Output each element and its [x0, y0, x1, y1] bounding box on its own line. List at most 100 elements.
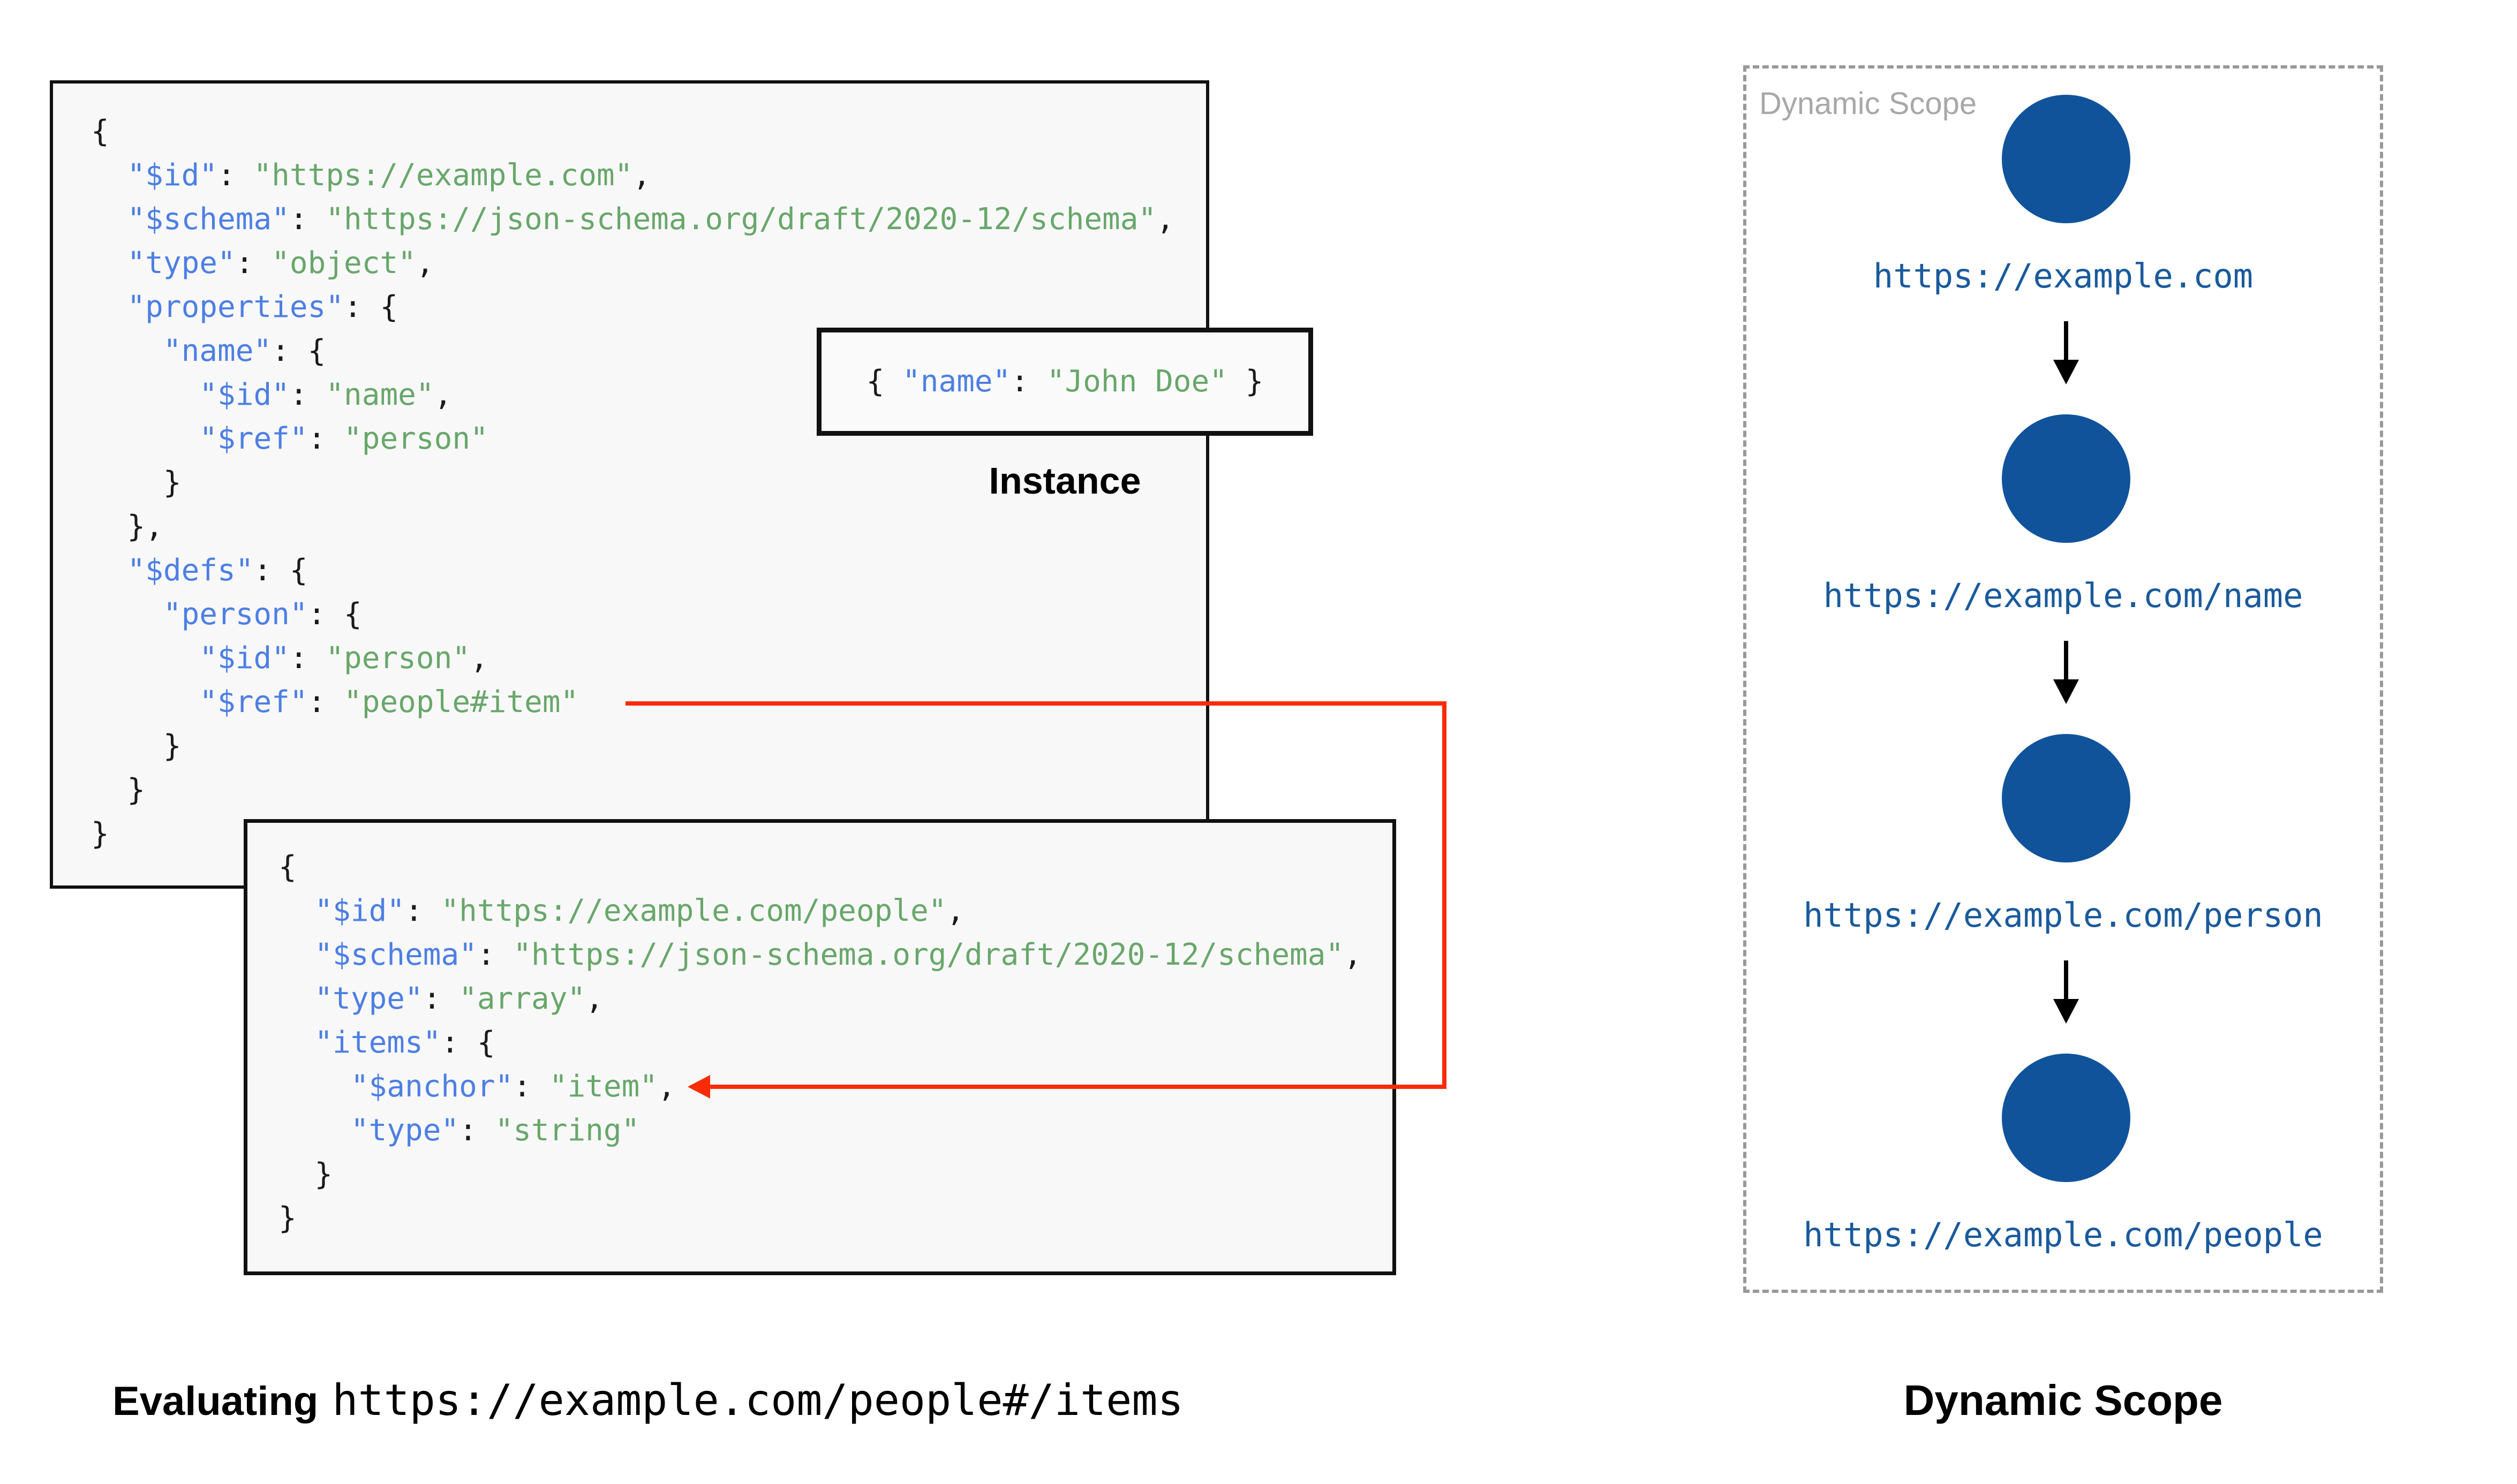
code-line: { [91, 110, 1174, 154]
dynamic-scope-caption: Dynamic Scope [1903, 1376, 2223, 1424]
code-token: "object" [272, 246, 416, 281]
code-token: : [307, 685, 344, 720]
code-token: "properties" [127, 290, 344, 324]
code-token: "$anchor" [350, 1069, 514, 1104]
code-token: : [423, 981, 459, 1016]
code-token: "$schema" [127, 202, 290, 237]
code-token: "name" [163, 334, 272, 368]
code-token: "person" [344, 421, 488, 456]
code-token: "https://json-schema.org/draft/2020-12/s… [513, 937, 1344, 972]
code-token: "array" [459, 981, 586, 1016]
code-line: }, [91, 505, 1174, 549]
code-token: , [416, 246, 434, 281]
code-token [91, 553, 127, 588]
code-line: "$ref": "people#item" [91, 680, 1174, 724]
arrow-down-icon [2053, 999, 2079, 1024]
ref-arrowhead-icon [688, 1075, 710, 1099]
code-token: } [1227, 364, 1264, 399]
code-line: "name": { [91, 329, 1174, 373]
code-token: "$id" [314, 894, 405, 928]
code-token: "John Doe" [1046, 364, 1227, 399]
arrow-down-shaft [2064, 960, 2068, 999]
code-token: "https://example.com" [253, 158, 633, 193]
code-token: : { [344, 290, 398, 324]
code-token: : [217, 158, 254, 193]
code-token: : { [253, 553, 308, 588]
schema2-box [244, 819, 1396, 1275]
code-token [91, 421, 199, 456]
ref-arrow-segment-bottom [708, 1085, 1446, 1089]
code-token: : [477, 937, 514, 972]
code-token: "person" [163, 597, 308, 632]
code-token: "type" [350, 1113, 459, 1148]
code-token [278, 937, 314, 972]
code-token [91, 685, 199, 720]
code-token: : { [307, 597, 362, 632]
scope-node-url: https://example.com/name [1823, 576, 2303, 615]
code-token: : [289, 377, 326, 412]
code-token: "$id" [199, 641, 290, 676]
evaluating-caption: Evaluating https://example.com/people#/it… [112, 1371, 1184, 1443]
code-line: "properties": { [91, 285, 1174, 329]
scope-node-circle [2002, 414, 2130, 543]
schema2-code: { "$id": "https://example.com/people", "… [278, 845, 1362, 1240]
code-line: } [278, 1197, 1362, 1240]
code-token: "$ref" [199, 685, 308, 720]
code-token: }, [91, 509, 163, 544]
schema1-code: { "$id": "https://example.com", "$schema… [91, 110, 1174, 856]
ref-arrow-segment-vertical [1442, 701, 1446, 1089]
scope-node-url: https://example.com/person [1803, 896, 2323, 935]
code-line: "$id": "name", [91, 373, 1174, 417]
code-token: "https://json-schema.org/draft/2020-12/s… [326, 202, 1157, 237]
scope-node-circle [2002, 1054, 2130, 1182]
code-token: { [866, 364, 903, 399]
code-line: } [91, 461, 1174, 505]
code-token: : { [272, 334, 326, 368]
schema1-box [50, 80, 1209, 889]
code-token: } [278, 1201, 297, 1236]
evaluating-caption-uri: https://example.com/people#/items [332, 1375, 1184, 1425]
dynamic-scope-nodes: https://example.com https://example.com/n… [1743, 65, 2383, 1293]
code-token: , [946, 894, 965, 928]
code-token: } [91, 773, 146, 807]
evaluating-caption-bold: Evaluating [112, 1379, 319, 1424]
code-token: : [289, 202, 326, 237]
code-token: : [289, 641, 326, 676]
code-token: : [513, 1069, 549, 1104]
code-line: "$id": "https://example.com", [91, 154, 1174, 198]
code-token: "type" [127, 246, 236, 281]
code-token [91, 158, 127, 193]
code-token: "name" [326, 377, 434, 412]
code-token: , [1344, 937, 1362, 972]
scope-node-url: https://example.com [1873, 256, 2254, 296]
code-token: { [91, 114, 109, 149]
code-line: "type": "object", [91, 241, 1174, 285]
code-token [278, 1025, 314, 1060]
code-token: } [91, 465, 182, 500]
code-token [278, 1113, 351, 1148]
code-line: { [278, 845, 1362, 889]
code-token: , [434, 377, 453, 412]
code-token: "type" [314, 981, 423, 1016]
code-token: : [459, 1113, 495, 1148]
arrow-down-shaft [2064, 641, 2068, 679]
code-token: , [632, 158, 651, 193]
code-line: "$anchor": "item", [278, 1065, 1362, 1109]
code-token [91, 377, 199, 412]
code-token: , [658, 1069, 676, 1104]
code-token: , [1156, 202, 1174, 237]
code-token [278, 1069, 351, 1104]
code-token: } [91, 816, 109, 851]
arrow-down-icon [2053, 360, 2079, 384]
code-token: "items" [314, 1025, 441, 1060]
scope-node-circle [2002, 95, 2130, 223]
instance-code: { "name": "John Doe" } [866, 360, 1264, 404]
code-token: "people#item" [344, 685, 579, 720]
code-token: } [278, 1157, 333, 1192]
code-line: "$schema": "https://json-schema.org/draf… [278, 933, 1362, 977]
code-token [278, 894, 314, 928]
code-token: "person" [326, 641, 471, 676]
scope-node-circle [2002, 734, 2130, 862]
code-token [91, 202, 127, 237]
code-token: "https://example.com/people" [441, 894, 947, 928]
